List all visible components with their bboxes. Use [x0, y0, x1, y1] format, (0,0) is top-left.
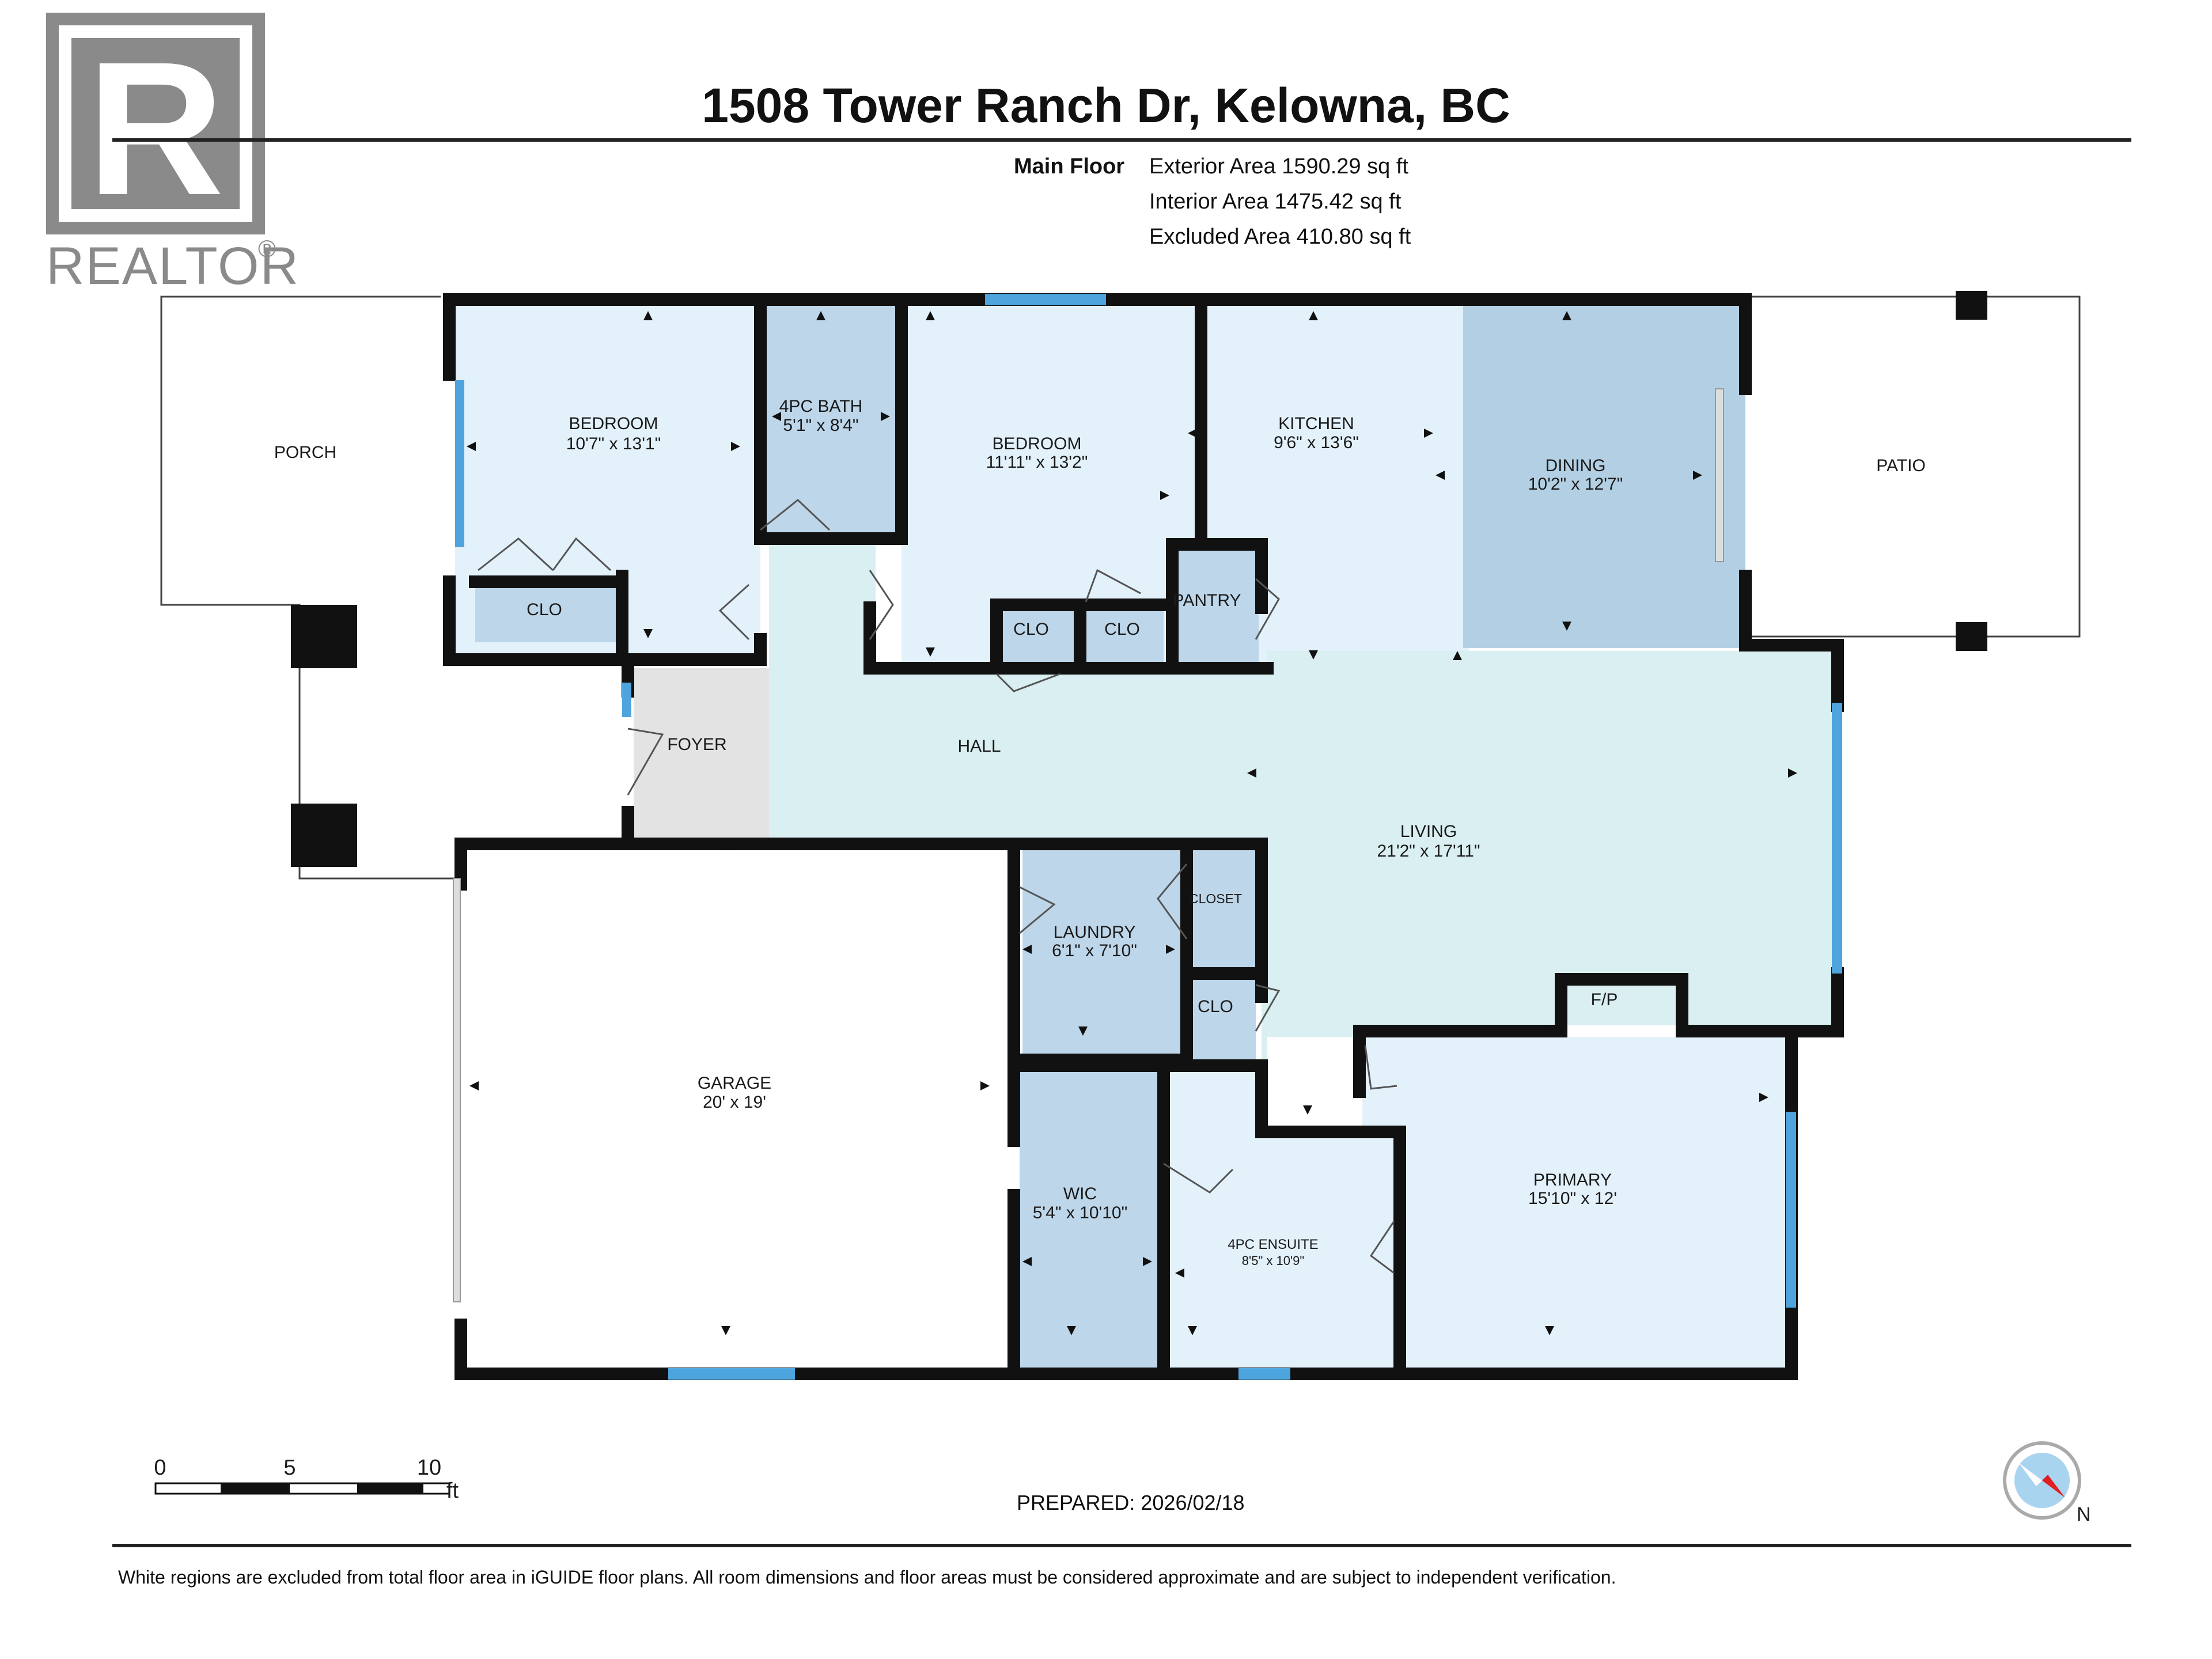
scale-label-10: 10 — [417, 1456, 441, 1480]
compass-icon: N — [2003, 1441, 2091, 1525]
dims-living: 21'2" x 17'11" — [1377, 842, 1480, 861]
dims-laundry: 6'1" x 7'10" — [1052, 941, 1137, 960]
room-pantry — [1175, 550, 1259, 665]
label-living: LIVING — [1400, 822, 1457, 841]
room-ensuite — [1169, 1069, 1394, 1368]
pillars — [291, 291, 1987, 867]
windows — [455, 294, 1842, 1380]
label-hall: HALL — [957, 737, 1001, 756]
compass-label: N — [2077, 1503, 2091, 1525]
label-foyer: FOYER — [667, 735, 726, 754]
floor-label: Main Floor — [1014, 154, 1125, 179]
label-fp: F/P — [1591, 990, 1618, 1009]
room-labels: PORCH BEDROOM 10'7" x 13'1" 4PC BATH 5'1… — [274, 397, 1926, 1268]
room-clo-2 — [999, 608, 1077, 665]
logo-text: REALTOR — [46, 237, 300, 296]
label-bedroom-1: BEDROOM — [569, 414, 658, 433]
label-wic: WIC — [1063, 1184, 1097, 1203]
room-fills — [455, 302, 1838, 1368]
excluded-outlines — [160, 296, 2081, 880]
label-clo-4: CLO — [1198, 997, 1233, 1016]
room-clo-3 — [1083, 608, 1164, 665]
room-primary — [1362, 1037, 1786, 1368]
label-clo-2: CLO — [1013, 620, 1049, 639]
room-closet — [1192, 850, 1256, 971]
interior-area: Interior Area 1475.42 sq ft — [1149, 190, 1402, 214]
label-clo-3: CLO — [1104, 620, 1140, 639]
dims-bedroom-2: 11'11" x 13'2" — [986, 453, 1088, 472]
scale-label-0: 0 — [154, 1456, 166, 1480]
label-garage: GARAGE — [698, 1074, 771, 1093]
label-primary: PRIMARY — [1533, 1171, 1612, 1190]
dims-wic: 5'4" x 10'10" — [1033, 1203, 1128, 1222]
label-4pc-ensuite: 4PC ENSUITE — [1228, 1237, 1318, 1252]
room-clo-4 — [1192, 976, 1256, 1060]
dims-primary: 15'10" x 12' — [1528, 1189, 1617, 1208]
label-kitchen: KITCHEN — [1278, 414, 1354, 433]
exterior-area: Exterior Area 1590.29 sq ft — [1149, 154, 1408, 179]
logo-registered-mark: ® — [258, 235, 276, 262]
excluded-area: Excluded Area 410.80 sq ft — [1149, 225, 1411, 249]
door-swings — [478, 499, 1397, 1274]
room-clo-1 — [475, 585, 622, 642]
page-title: 1508 Tower Ranch Dr, Kelowna, BC — [702, 78, 1510, 132]
footer-disclaimer: White regions are excluded from total fl… — [118, 1567, 1616, 1588]
prepared-date: PREPARED: 2026/02/18 — [1017, 1491, 1245, 1514]
room-garage — [469, 850, 1014, 1362]
logo-letter: R — [87, 22, 224, 234]
realtor-logo-icon: R — [46, 13, 265, 234]
glass-doors — [453, 388, 1724, 1302]
room-wic — [1020, 1069, 1161, 1368]
dims-kitchen: 9'6" x 13'6" — [1274, 433, 1359, 452]
scale-label-5: 5 — [283, 1456, 296, 1480]
label-porch: PORCH — [274, 443, 336, 462]
dims-garage: 20' x 19' — [703, 1093, 766, 1112]
room-laundry — [1022, 850, 1187, 1060]
footer-divider — [112, 1544, 2131, 1547]
label-patio: PATIO — [1876, 456, 1926, 475]
label-pantry: PANTRY — [1173, 591, 1241, 610]
label-laundry: LAUNDRY — [1054, 923, 1136, 942]
label-clo-1: CLO — [527, 600, 562, 619]
dims-4pc-ensuite: 8'5" x 10'9" — [1242, 1253, 1304, 1268]
label-dining: DINING — [1546, 456, 1606, 475]
label-4pc-bath: 4PC BATH — [779, 397, 862, 416]
room-foyer — [634, 668, 769, 838]
label-closet: CLOSET — [1189, 891, 1242, 906]
dims-dining: 10'2" x 12'7" — [1528, 475, 1623, 494]
dimension-arrows — [467, 311, 1797, 1335]
scale-unit: ft — [446, 1479, 459, 1503]
room-4pc-bath — [763, 302, 902, 533]
scale-bar: 0 5 10 ft — [154, 1456, 459, 1503]
header-divider — [112, 138, 2131, 142]
dims-4pc-bath: 5'1" x 8'4" — [783, 416, 858, 435]
dims-bedroom-1: 10'7" x 13'1" — [566, 434, 661, 453]
label-bedroom-2: BEDROOM — [992, 434, 1081, 453]
